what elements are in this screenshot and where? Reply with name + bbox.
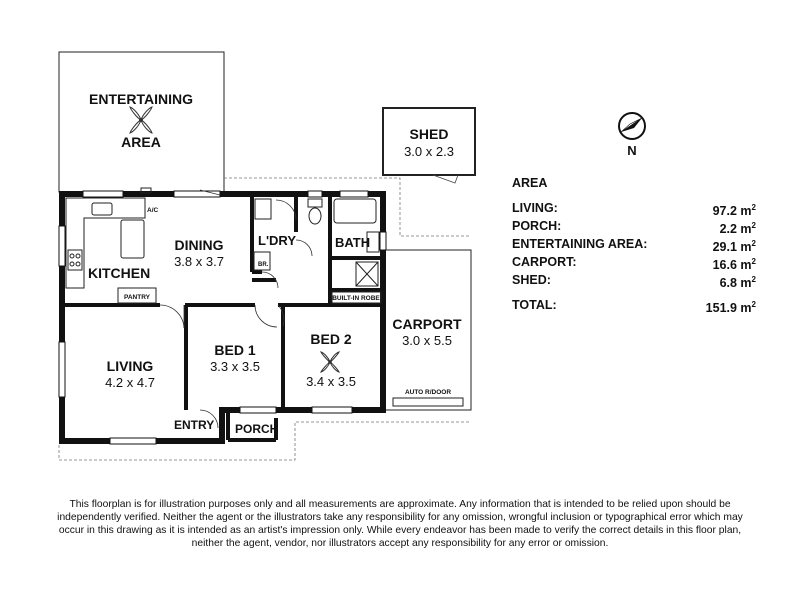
porch-label: PORCH: [235, 422, 278, 436]
area-row-label: PORCH:: [512, 219, 562, 233]
laundry-label: L'DRY: [258, 233, 296, 248]
door-swings: [159, 189, 313, 429]
area-row-value: 29.1 m2: [712, 239, 756, 254]
area-row: SHED: 6.8 m2: [512, 271, 756, 290]
entertaining-label: ENTERTAINING: [89, 91, 193, 107]
house-walls: [59, 191, 386, 444]
area-row-label: SHED:: [512, 273, 551, 287]
shed-dimensions: 3.0 x 2.3: [404, 144, 454, 159]
area-row-label: ENTERTAINING AREA:: [512, 237, 648, 251]
broom-label: BR.: [258, 262, 269, 268]
compass-north-label: N: [627, 143, 636, 158]
area-row-value: 2.2 m2: [719, 221, 756, 236]
ceiling-fan-icon: [129, 106, 153, 134]
area-row-label: CARPORT:: [512, 255, 577, 269]
property-boundary: [224, 177, 470, 237]
shed-door-swing: [432, 174, 459, 184]
area-row-label: LIVING:: [512, 201, 558, 215]
area-row-value: 6.8 m2: [719, 275, 756, 290]
carport-dimensions: 3.0 x 5.5: [402, 333, 452, 348]
shed-outline: [382, 107, 476, 176]
carport-label: CARPORT: [392, 316, 462, 332]
area-row: PORCH: 2.2 m2: [512, 217, 756, 236]
area-row: CARPORT: 16.6 m2: [512, 253, 756, 272]
built-in-robe-label: BUILT-IN ROBE: [332, 295, 380, 302]
disclaimer: This floorplan is for illustration purpo…: [57, 499, 743, 549]
area-row: LIVING: 97.2 m2: [512, 199, 756, 218]
area-row: ENTERTAINING AREA: 29.1 m2: [512, 235, 756, 254]
auto-roller-door-label: AUTO R/DOOR: [405, 389, 451, 396]
shed-label: SHED: [410, 126, 449, 142]
bed1-dimensions: 3.3 x 3.5: [210, 359, 260, 374]
kitchen-fixtures: [65, 187, 464, 407]
dining-dimensions: 3.8 x 3.7: [174, 254, 224, 269]
area-row-label: TOTAL:: [512, 298, 557, 312]
entertaining-label-2: AREA: [121, 134, 161, 150]
bed2-label: BED 2: [310, 331, 351, 347]
entry-label: ENTRY: [174, 418, 214, 432]
windows: [58, 190, 387, 445]
interior-walls: [62, 194, 383, 442]
area-row-value: 151.9 m2: [705, 300, 756, 315]
pantry-label: PANTRY: [124, 294, 151, 301]
area-row-value: 97.2 m2: [712, 203, 756, 218]
area-total-row: TOTAL: 151.9 m2: [512, 296, 756, 315]
bath-label: BATH: [335, 235, 370, 250]
bed1-label: BED 1: [214, 342, 255, 358]
kitchen-label: KITCHEN: [88, 265, 150, 281]
living-label: LIVING: [107, 358, 154, 374]
area-table-title: AREA: [512, 176, 548, 190]
bed2-dimensions: 3.4 x 3.5: [306, 374, 356, 389]
ac-label: A/C: [147, 207, 159, 214]
living-dimensions: 4.2 x 4.7: [105, 375, 155, 390]
dining-label: DINING: [175, 237, 224, 253]
compass-icon: [618, 112, 646, 140]
area-row-value: 16.6 m2: [712, 257, 756, 272]
property-boundary-lower: [58, 421, 470, 461]
ceiling-fan-icon: [320, 351, 340, 373]
